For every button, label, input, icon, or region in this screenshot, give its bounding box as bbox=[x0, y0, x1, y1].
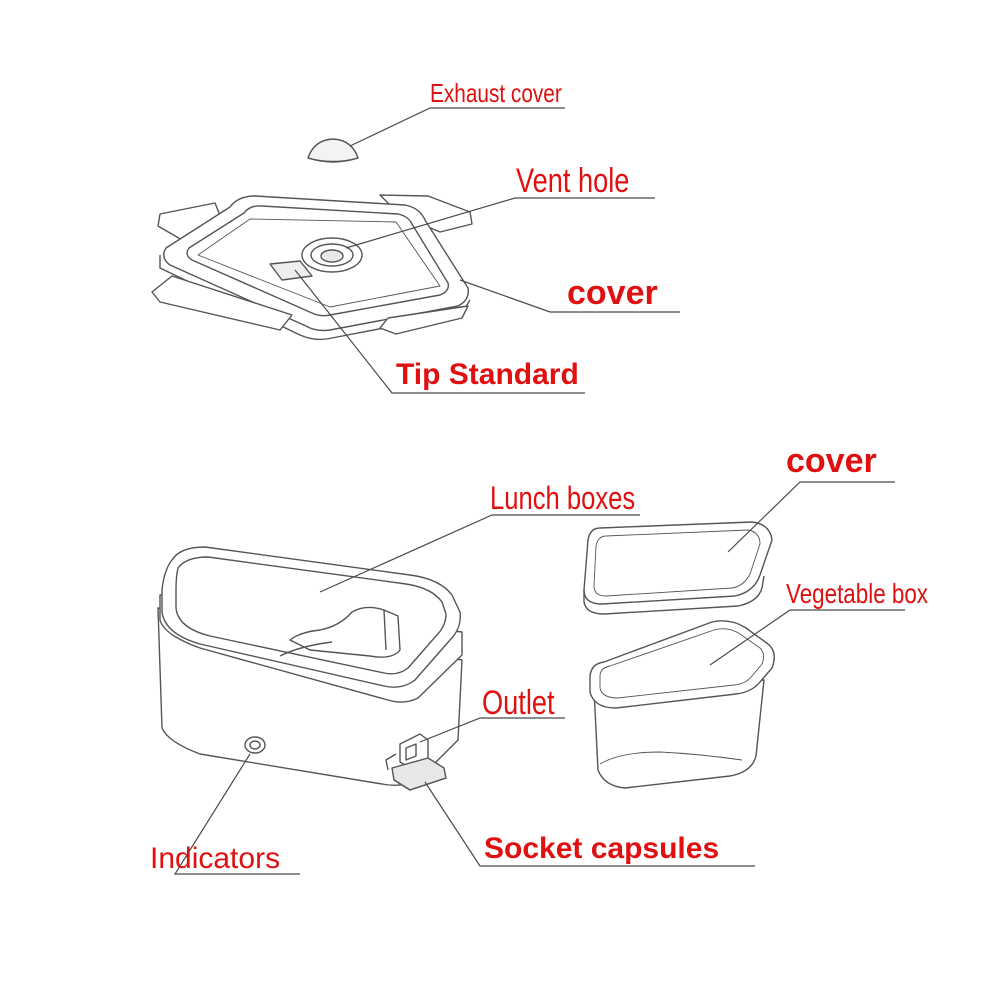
vent-hole-part bbox=[301, 237, 363, 273]
right-front-flap bbox=[379, 305, 469, 335]
leader-vegetable-box bbox=[709, 609, 905, 666]
leader-outlet bbox=[419, 717, 565, 743]
small-cover bbox=[583, 521, 773, 615]
main-box-divider bbox=[289, 606, 401, 658]
main-box-inner-edge bbox=[175, 556, 447, 675]
label-outlet: Outlet bbox=[482, 684, 555, 722]
label-cover-top: cover bbox=[567, 274, 658, 312]
leader-cover-small bbox=[727, 481, 895, 553]
leader-lines bbox=[173, 107, 905, 875]
lid-lower-rim bbox=[159, 255, 471, 341]
leader-tip-standard bbox=[294, 269, 585, 394]
label-indicators: Indicators bbox=[150, 842, 281, 875]
tip-standard-plate bbox=[269, 260, 313, 281]
leader-cover-top bbox=[459, 279, 680, 313]
label-lunch-boxes: Lunch boxes bbox=[490, 480, 636, 516]
leader-exhaust-cover bbox=[349, 107, 565, 147]
label-vent-hole: Vent hole bbox=[516, 162, 630, 200]
main-lunch-box bbox=[157, 546, 463, 791]
indicator-light-part bbox=[244, 736, 266, 754]
label-vegetable-box: Vegetable box bbox=[786, 578, 928, 609]
leader-indicators bbox=[173, 753, 300, 875]
lid-assembly bbox=[151, 138, 473, 341]
lid-inner-panel bbox=[186, 205, 450, 317]
main-box-top bbox=[161, 546, 461, 688]
leader-vent-hole bbox=[345, 197, 655, 249]
leader-socket-capsules bbox=[424, 781, 755, 867]
vegetable-box bbox=[589, 620, 775, 789]
socket-capsule-part bbox=[391, 757, 447, 791]
label-cover-small: cover bbox=[786, 442, 877, 480]
lid-inner-panel-2 bbox=[197, 218, 441, 308]
exhaust-cover-part bbox=[307, 138, 359, 163]
left-front-flap bbox=[151, 275, 293, 331]
label-socket-capsules: Socket capsules bbox=[484, 832, 720, 865]
label-exhaust-cover: Exhaust cover bbox=[430, 78, 562, 108]
leader-lunch-boxes bbox=[319, 514, 640, 593]
label-tip-standard: Tip Standard bbox=[396, 358, 579, 391]
